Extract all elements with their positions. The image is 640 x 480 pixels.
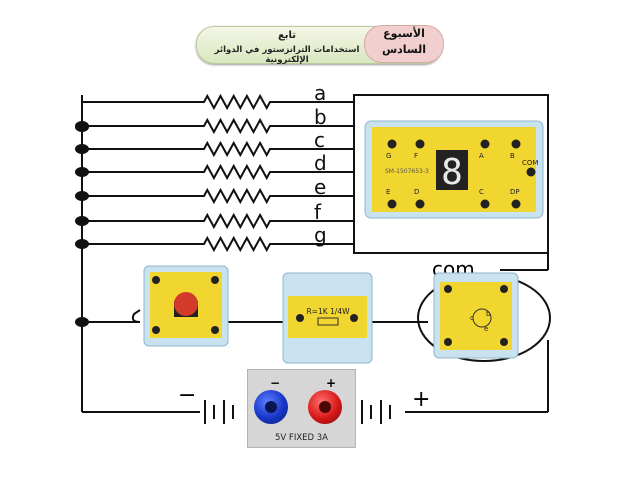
display-pin-com	[526, 167, 536, 177]
junction-dot-g	[75, 239, 89, 249]
segment-label-g: g	[314, 223, 327, 247]
display-pin-g	[387, 139, 397, 149]
segment-label-a: a	[314, 81, 326, 105]
display-digit: 8	[441, 152, 463, 193]
segment-wire-e	[82, 187, 354, 205]
power-supply-label: 5V FIXED 3A	[275, 433, 328, 443]
junction-dot-e	[75, 191, 89, 201]
power-plus-label: +	[326, 376, 337, 390]
push-button-module	[143, 265, 229, 347]
junction-dot-b	[75, 121, 89, 131]
seven-segment-module: G F A B COM E D C DP 8 SM-1507653-3	[364, 120, 544, 219]
header-title: تابع	[277, 30, 297, 41]
segment-wire-g	[82, 235, 354, 253]
transistor-pin-c: c	[470, 314, 474, 322]
display-pin-e	[387, 199, 397, 209]
segment-wire-a	[82, 93, 354, 111]
transistor-pin-b: b	[486, 310, 491, 318]
junction-dots	[75, 121, 89, 249]
display-pin-label-com: COM	[522, 159, 538, 167]
junction-dot-c	[75, 144, 89, 154]
segment-label-d: d	[314, 151, 327, 175]
battery-plus-sign: +	[412, 387, 430, 412]
junction-dot-d	[75, 167, 89, 177]
display-pin-label-d: D	[414, 188, 419, 196]
display-part-number: SM-1507653-3	[385, 168, 429, 175]
segment-label-b: b	[314, 105, 327, 129]
display-pin-b	[511, 139, 521, 149]
display-pin-c	[480, 199, 490, 209]
battery-right	[361, 400, 391, 424]
badge-line-2: السادس	[381, 43, 427, 56]
display-pin-f	[415, 139, 425, 149]
push-button-cap[interactable]	[174, 292, 198, 316]
battery-minus-sign: −	[178, 383, 196, 408]
resistor-module: R=1K 1/4W	[282, 272, 373, 364]
segment-wire-c	[82, 140, 354, 158]
display-pin-label-a: A	[479, 152, 484, 160]
display-pin-label-c: C	[479, 188, 484, 196]
segment-label-c: c	[314, 128, 325, 152]
battery-left	[204, 400, 234, 424]
segment-label-f: f	[314, 200, 322, 224]
display-pin-label-b: B	[510, 152, 515, 160]
week-badge: الأسبوع السادس	[364, 25, 444, 63]
display-pin-label-g: G	[386, 152, 391, 160]
power-supply-panel: − + 5V FIXED 3A	[247, 369, 356, 448]
segment-wire-d	[82, 163, 354, 181]
resistor-value-label: R=1K 1/4W	[306, 307, 350, 316]
display-pin-dp	[511, 199, 521, 209]
negative-terminal[interactable]	[254, 390, 288, 424]
transistor-pin-e: e	[484, 325, 488, 333]
display-pin-label-e: E	[386, 188, 390, 196]
display-pin-d	[415, 199, 425, 209]
junction-dot-f	[75, 216, 89, 226]
display-pins: G F A B COM E D C DP	[386, 139, 538, 209]
display-pin-a	[480, 139, 490, 149]
display-pin-label-f: F	[414, 152, 418, 160]
header-subtitle: استخدامات الترانزستور في الدوائر الإلكتر…	[214, 45, 360, 65]
switch-arc	[131, 309, 141, 323]
segment-label-e: e	[314, 175, 326, 199]
segment-wires	[82, 93, 354, 253]
segment-wire-f	[82, 212, 354, 230]
junction-dot-switch	[75, 317, 89, 327]
segment-wire-b	[82, 117, 354, 135]
positive-terminal[interactable]	[308, 390, 342, 424]
display-pin-label-dp: DP	[510, 188, 520, 196]
badge-line-1: الأسبوع	[383, 27, 425, 40]
transistor-module: c b e	[433, 272, 519, 359]
power-minus-label: −	[270, 376, 281, 390]
